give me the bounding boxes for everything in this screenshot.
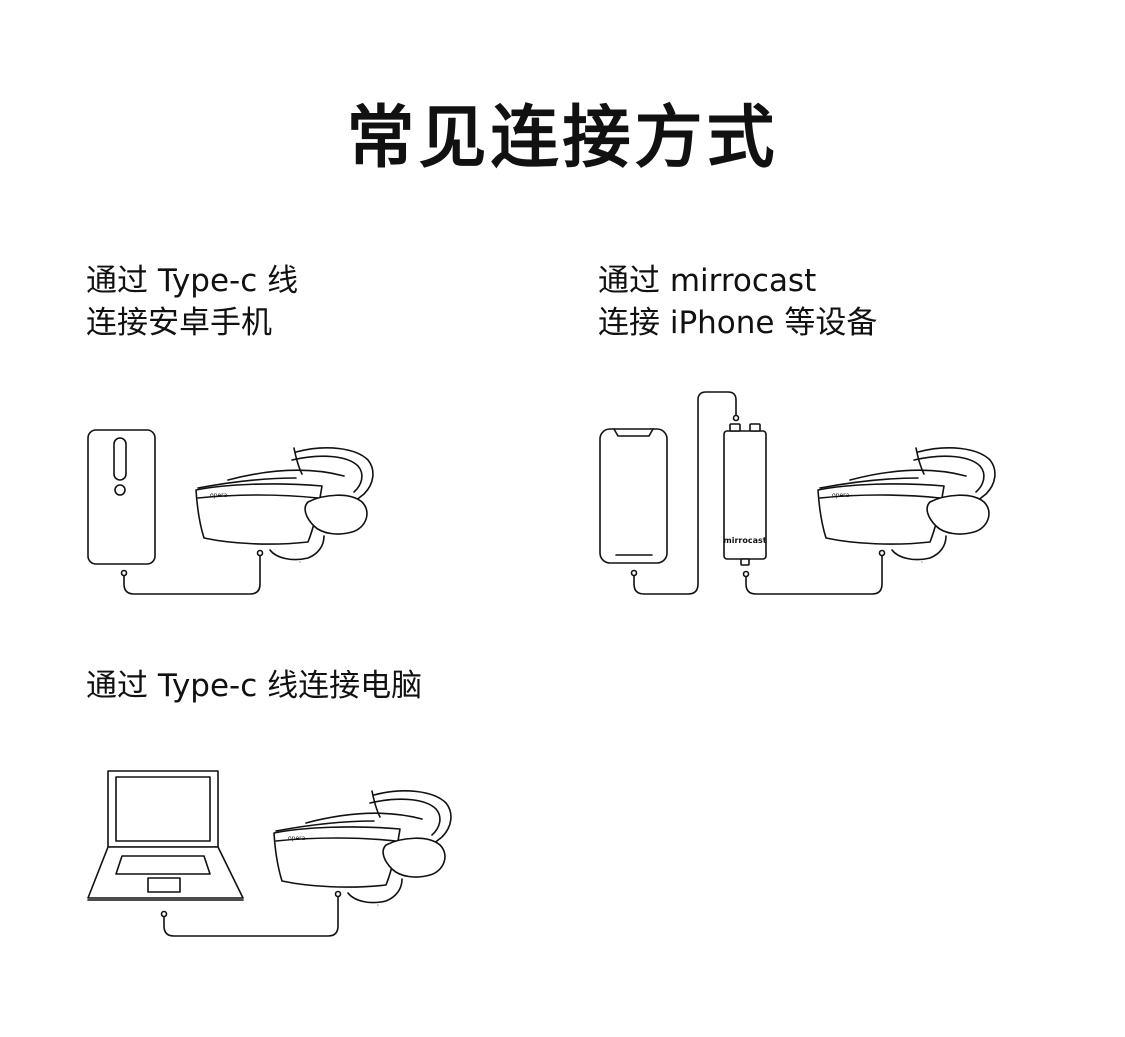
laptop-icon [87, 770, 244, 901]
iphone-icon [599, 428, 668, 564]
page-title: 常见连接方式 [346, 99, 779, 178]
vr-headset-icon: opera [195, 447, 374, 563]
dongle-label: mirrocast [723, 536, 766, 545]
caption-iphone-line-2: 连接 iPhone 等设备 [598, 305, 878, 341]
caption-android: 通过 Type-c 线 连接安卓手机 [86, 260, 298, 344]
headset-brand-label: opera [288, 835, 306, 842]
vr-headset-icon: opera [817, 447, 996, 563]
caption-android-line-2: 连接安卓手机 [86, 305, 272, 341]
caption-computer-line-1: 通过 Type-c 线连接电脑 [86, 668, 423, 704]
type-c-cable-icon [742, 549, 886, 595]
caption-iphone: 通过 mirrocast 连接 iPhone 等设备 [598, 260, 877, 344]
caption-iphone-line-1: 通过 mirrocast [598, 263, 817, 299]
headset-brand-label: opera [210, 492, 228, 499]
headset-brand-label: opera [832, 492, 850, 499]
type-c-cable-icon [160, 890, 342, 937]
mirrocast-dongle-icon: mirrocast [723, 423, 767, 566]
android-phone-icon [87, 429, 156, 565]
type-c-cable-icon [120, 549, 264, 595]
caption-computer: 通过 Type-c 线连接电脑 [86, 665, 422, 707]
vr-headset-icon: opera [273, 790, 452, 906]
type-c-cable-icon [630, 391, 740, 595]
caption-android-line-1: 通过 Type-c 线 [86, 263, 299, 299]
